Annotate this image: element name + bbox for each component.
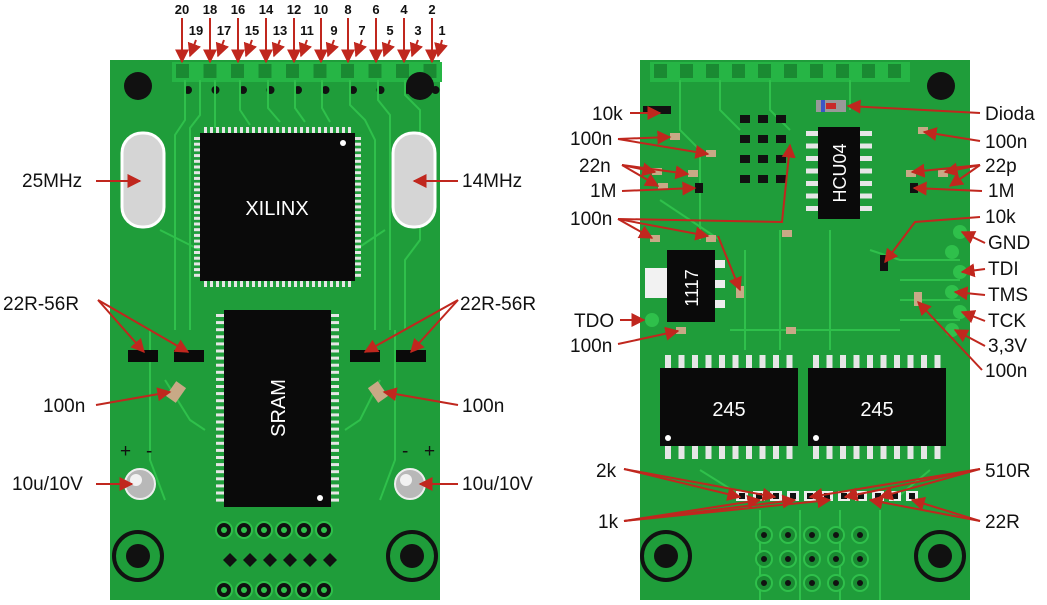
label-100n-right-top: 100n bbox=[985, 132, 1027, 153]
right-board-callouts-left: 10k 100n 22n 1M 100n TDO 100n 2k 1k bbox=[570, 104, 832, 533]
right-connector-pads bbox=[654, 64, 901, 78]
label-22p: 22p bbox=[985, 156, 1017, 177]
smd-pad-array bbox=[740, 115, 786, 183]
pin-label-5: 5 bbox=[386, 23, 393, 38]
label-100n-left: 100n bbox=[43, 396, 85, 417]
pin-label-20: 20 bbox=[175, 2, 189, 17]
right-bottom-pads bbox=[755, 526, 869, 592]
label-2k: 2k bbox=[596, 461, 617, 482]
pin-label-16: 16 bbox=[231, 2, 245, 17]
sram-pin1-dot bbox=[317, 495, 323, 501]
pin-arrows bbox=[175, 18, 448, 64]
pin-label-12: 12 bbox=[287, 2, 301, 17]
fpga-label: XILINX bbox=[245, 198, 308, 220]
polarity-right-minus: - bbox=[402, 441, 408, 462]
mount-hole-bottom-left bbox=[112, 530, 164, 582]
small-smd-parts bbox=[643, 106, 948, 334]
mount-hole-r-top-right bbox=[927, 72, 955, 100]
pin-label-4: 4 bbox=[400, 2, 408, 17]
pin-label-1: 1 bbox=[438, 23, 445, 38]
label-25mhz: 25MHz bbox=[22, 171, 82, 192]
left-connector-pads bbox=[176, 64, 440, 94]
left-board-callouts: 25MHz 14MHz 22R-56R 22R-56R 100n 100n 10… bbox=[3, 171, 536, 495]
pin-label-15: 15 bbox=[245, 23, 259, 38]
label-10k-right: 10k bbox=[985, 207, 1016, 228]
pin-label-17: 17 bbox=[217, 23, 231, 38]
label-3v3: 3,3V bbox=[988, 336, 1027, 357]
label-100n-right-low: 100n bbox=[985, 361, 1027, 382]
mount-hole-r-bottom-left bbox=[640, 530, 692, 582]
xilinx-fpga bbox=[200, 133, 355, 281]
mount-hole-top-right bbox=[406, 72, 434, 100]
pin-label-9: 9 bbox=[330, 23, 337, 38]
pin-label-11: 11 bbox=[300, 23, 314, 38]
sram-pins bbox=[216, 314, 339, 502]
label-gnd: GND bbox=[988, 233, 1030, 254]
label-1m-right: 1M bbox=[988, 181, 1014, 202]
pin-label-10: 10 bbox=[314, 2, 328, 17]
pin-label-8: 8 bbox=[344, 2, 351, 17]
mount-hole-top-left bbox=[124, 72, 152, 100]
label-10k-left: 10k bbox=[592, 104, 623, 125]
right-board-callouts-right: Dioda 100n 22p 1M 10k GND TDI TMS TCK 3,… bbox=[808, 99, 1035, 533]
label-tck: TCK bbox=[988, 311, 1026, 332]
label-10u-10v-left: 10u/10V bbox=[12, 474, 83, 495]
sram-label: SRAM bbox=[268, 379, 290, 437]
fpga-pins bbox=[194, 127, 361, 287]
electrolytic-right bbox=[394, 468, 426, 500]
hcu04-label: HCU04 bbox=[830, 143, 850, 202]
label-tdi: TDI bbox=[988, 259, 1019, 280]
regulator-label: 1117 bbox=[682, 269, 702, 306]
label-510r: 510R bbox=[985, 461, 1030, 482]
buffer-245-right bbox=[808, 368, 946, 446]
label-14mhz: 14MHz bbox=[462, 171, 522, 192]
pin-label-13: 13 bbox=[273, 23, 287, 38]
polarity-right-plus: + bbox=[424, 441, 435, 462]
fpga-pin1-dot bbox=[340, 140, 346, 146]
pin-label-18: 18 bbox=[203, 2, 217, 17]
pin-label-19: 19 bbox=[189, 23, 203, 38]
hcu04-pins bbox=[806, 131, 872, 211]
label-22r: 22R bbox=[985, 512, 1020, 533]
label-22r-56r-right: 22R-56R bbox=[460, 294, 536, 315]
label-1m-left: 1M bbox=[590, 181, 616, 202]
left-bottom-pads bbox=[215, 521, 337, 599]
polarity-left-plus: + bbox=[120, 441, 131, 462]
sram-chip bbox=[224, 310, 331, 507]
label-tdo: TDO bbox=[574, 311, 614, 332]
pin-label-6: 6 bbox=[372, 2, 379, 17]
label-dioda: Dioda bbox=[985, 104, 1035, 125]
hcu04-chip bbox=[818, 127, 860, 219]
buffer-pins bbox=[665, 355, 941, 459]
label-tms: TMS bbox=[988, 285, 1028, 306]
buffer-left-label: 245 bbox=[712, 399, 745, 421]
mount-hole-bottom-right bbox=[386, 530, 438, 582]
right-board: HCU04 1117 245 245 bbox=[640, 60, 970, 600]
buffer-right-label: 245 bbox=[860, 399, 893, 421]
polarity-left-minus: - bbox=[146, 441, 152, 462]
buffer-245-left bbox=[660, 368, 798, 446]
left-board: XILINX SRAM + - - + bbox=[110, 60, 442, 600]
regulator-1117 bbox=[667, 250, 715, 322]
label-100n-left-low: 100n bbox=[570, 336, 612, 357]
label-100n-left-mid: 100n bbox=[570, 209, 612, 230]
mount-hole-r-bottom-right bbox=[914, 530, 966, 582]
pin-number-labels: 20 18 16 14 12 10 8 6 4 2 19 17 15 13 11… bbox=[175, 2, 446, 38]
pin-label-3: 3 bbox=[414, 23, 421, 38]
regulator-tab bbox=[645, 268, 667, 298]
pin-label-7: 7 bbox=[358, 23, 365, 38]
pin-label-2: 2 bbox=[428, 2, 435, 17]
label-10u-10v-right: 10u/10V bbox=[462, 474, 533, 495]
diode bbox=[816, 100, 846, 112]
pin-label-14: 14 bbox=[259, 2, 274, 17]
label-100n-left-top: 100n bbox=[570, 129, 612, 150]
label-22r-56r-left: 22R-56R bbox=[3, 294, 79, 315]
label-22n: 22n bbox=[579, 156, 611, 177]
label-1k: 1k bbox=[598, 512, 619, 533]
label-100n-right: 100n bbox=[462, 396, 504, 417]
jtag-pads bbox=[645, 225, 967, 337]
